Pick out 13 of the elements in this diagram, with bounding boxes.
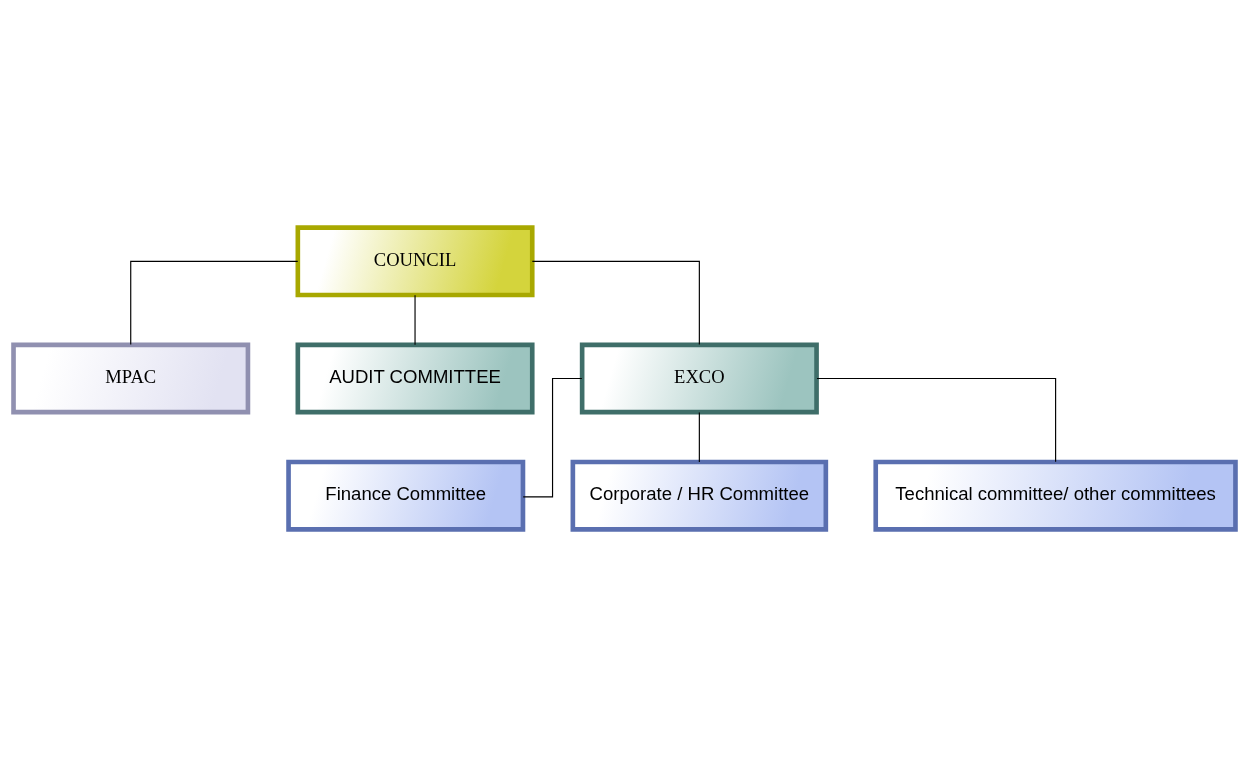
node-box: Finance Committee bbox=[286, 459, 526, 532]
node-box: Technical committee/ other committees bbox=[873, 459, 1238, 532]
connector bbox=[698, 411, 700, 463]
connector bbox=[522, 377, 583, 498]
connector bbox=[414, 294, 416, 346]
connector bbox=[130, 260, 299, 346]
connector bbox=[531, 260, 700, 346]
node-box: Corporate / HR Committee bbox=[570, 459, 829, 532]
node-box: EXCO bbox=[579, 342, 819, 415]
connector bbox=[816, 377, 1057, 463]
node-box: AUDIT COMMITTEE bbox=[295, 342, 535, 415]
node-box: COUNCIL bbox=[295, 225, 535, 298]
node-box: MPAC bbox=[11, 342, 251, 415]
